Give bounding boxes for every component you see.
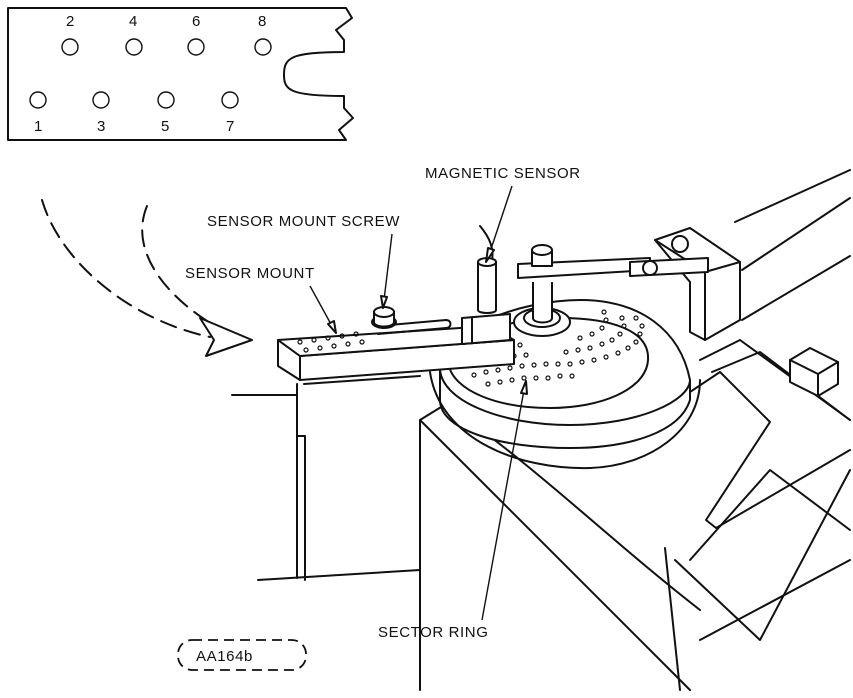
magnetic-sensor xyxy=(477,225,497,314)
label-sector-ring: SECTOR RING xyxy=(378,624,489,641)
mount-hole-3 xyxy=(92,91,110,109)
label-magnetic-sensor: MAGNETIC SENSOR xyxy=(425,165,581,182)
hole-number-4: 4 xyxy=(129,13,137,30)
callouts: MAGNETIC SENSOR SENSOR MOUNT SCREW SENSO… xyxy=(177,165,581,671)
dashed-arrow-outer xyxy=(41,199,211,338)
inset-outline xyxy=(7,7,354,141)
hole-number-3: 3 xyxy=(97,118,105,135)
sensor-mount xyxy=(277,306,515,381)
label-sensor-mount: SENSOR MOUNT xyxy=(185,265,315,282)
mount-hole-7 xyxy=(221,91,239,109)
arrowhead xyxy=(199,317,253,357)
hole-number-2: 2 xyxy=(66,13,74,30)
figure-id-label: AA164b xyxy=(196,648,253,665)
inset-pointer-arrows xyxy=(41,199,253,357)
mount-hole-4 xyxy=(125,38,143,56)
hole-number-5: 5 xyxy=(161,118,169,135)
hole-number-6: 6 xyxy=(192,13,200,30)
hole-number-8: 8 xyxy=(258,13,266,30)
mount-hole-2 xyxy=(61,38,79,56)
hole-number-7: 7 xyxy=(226,118,234,135)
mount-hole-8 xyxy=(254,38,272,56)
hole-pattern-inset: 2 4 6 8 1 3 5 7 xyxy=(7,7,354,141)
label-sensor-mount-screw: SENSOR MOUNT SCREW xyxy=(207,213,400,230)
mount-hole-6 xyxy=(187,38,205,56)
mount-hole-5 xyxy=(157,91,175,109)
figure-id-frame xyxy=(177,639,307,671)
hole-number-1: 1 xyxy=(34,118,42,135)
mount-hole-1 xyxy=(29,91,47,109)
